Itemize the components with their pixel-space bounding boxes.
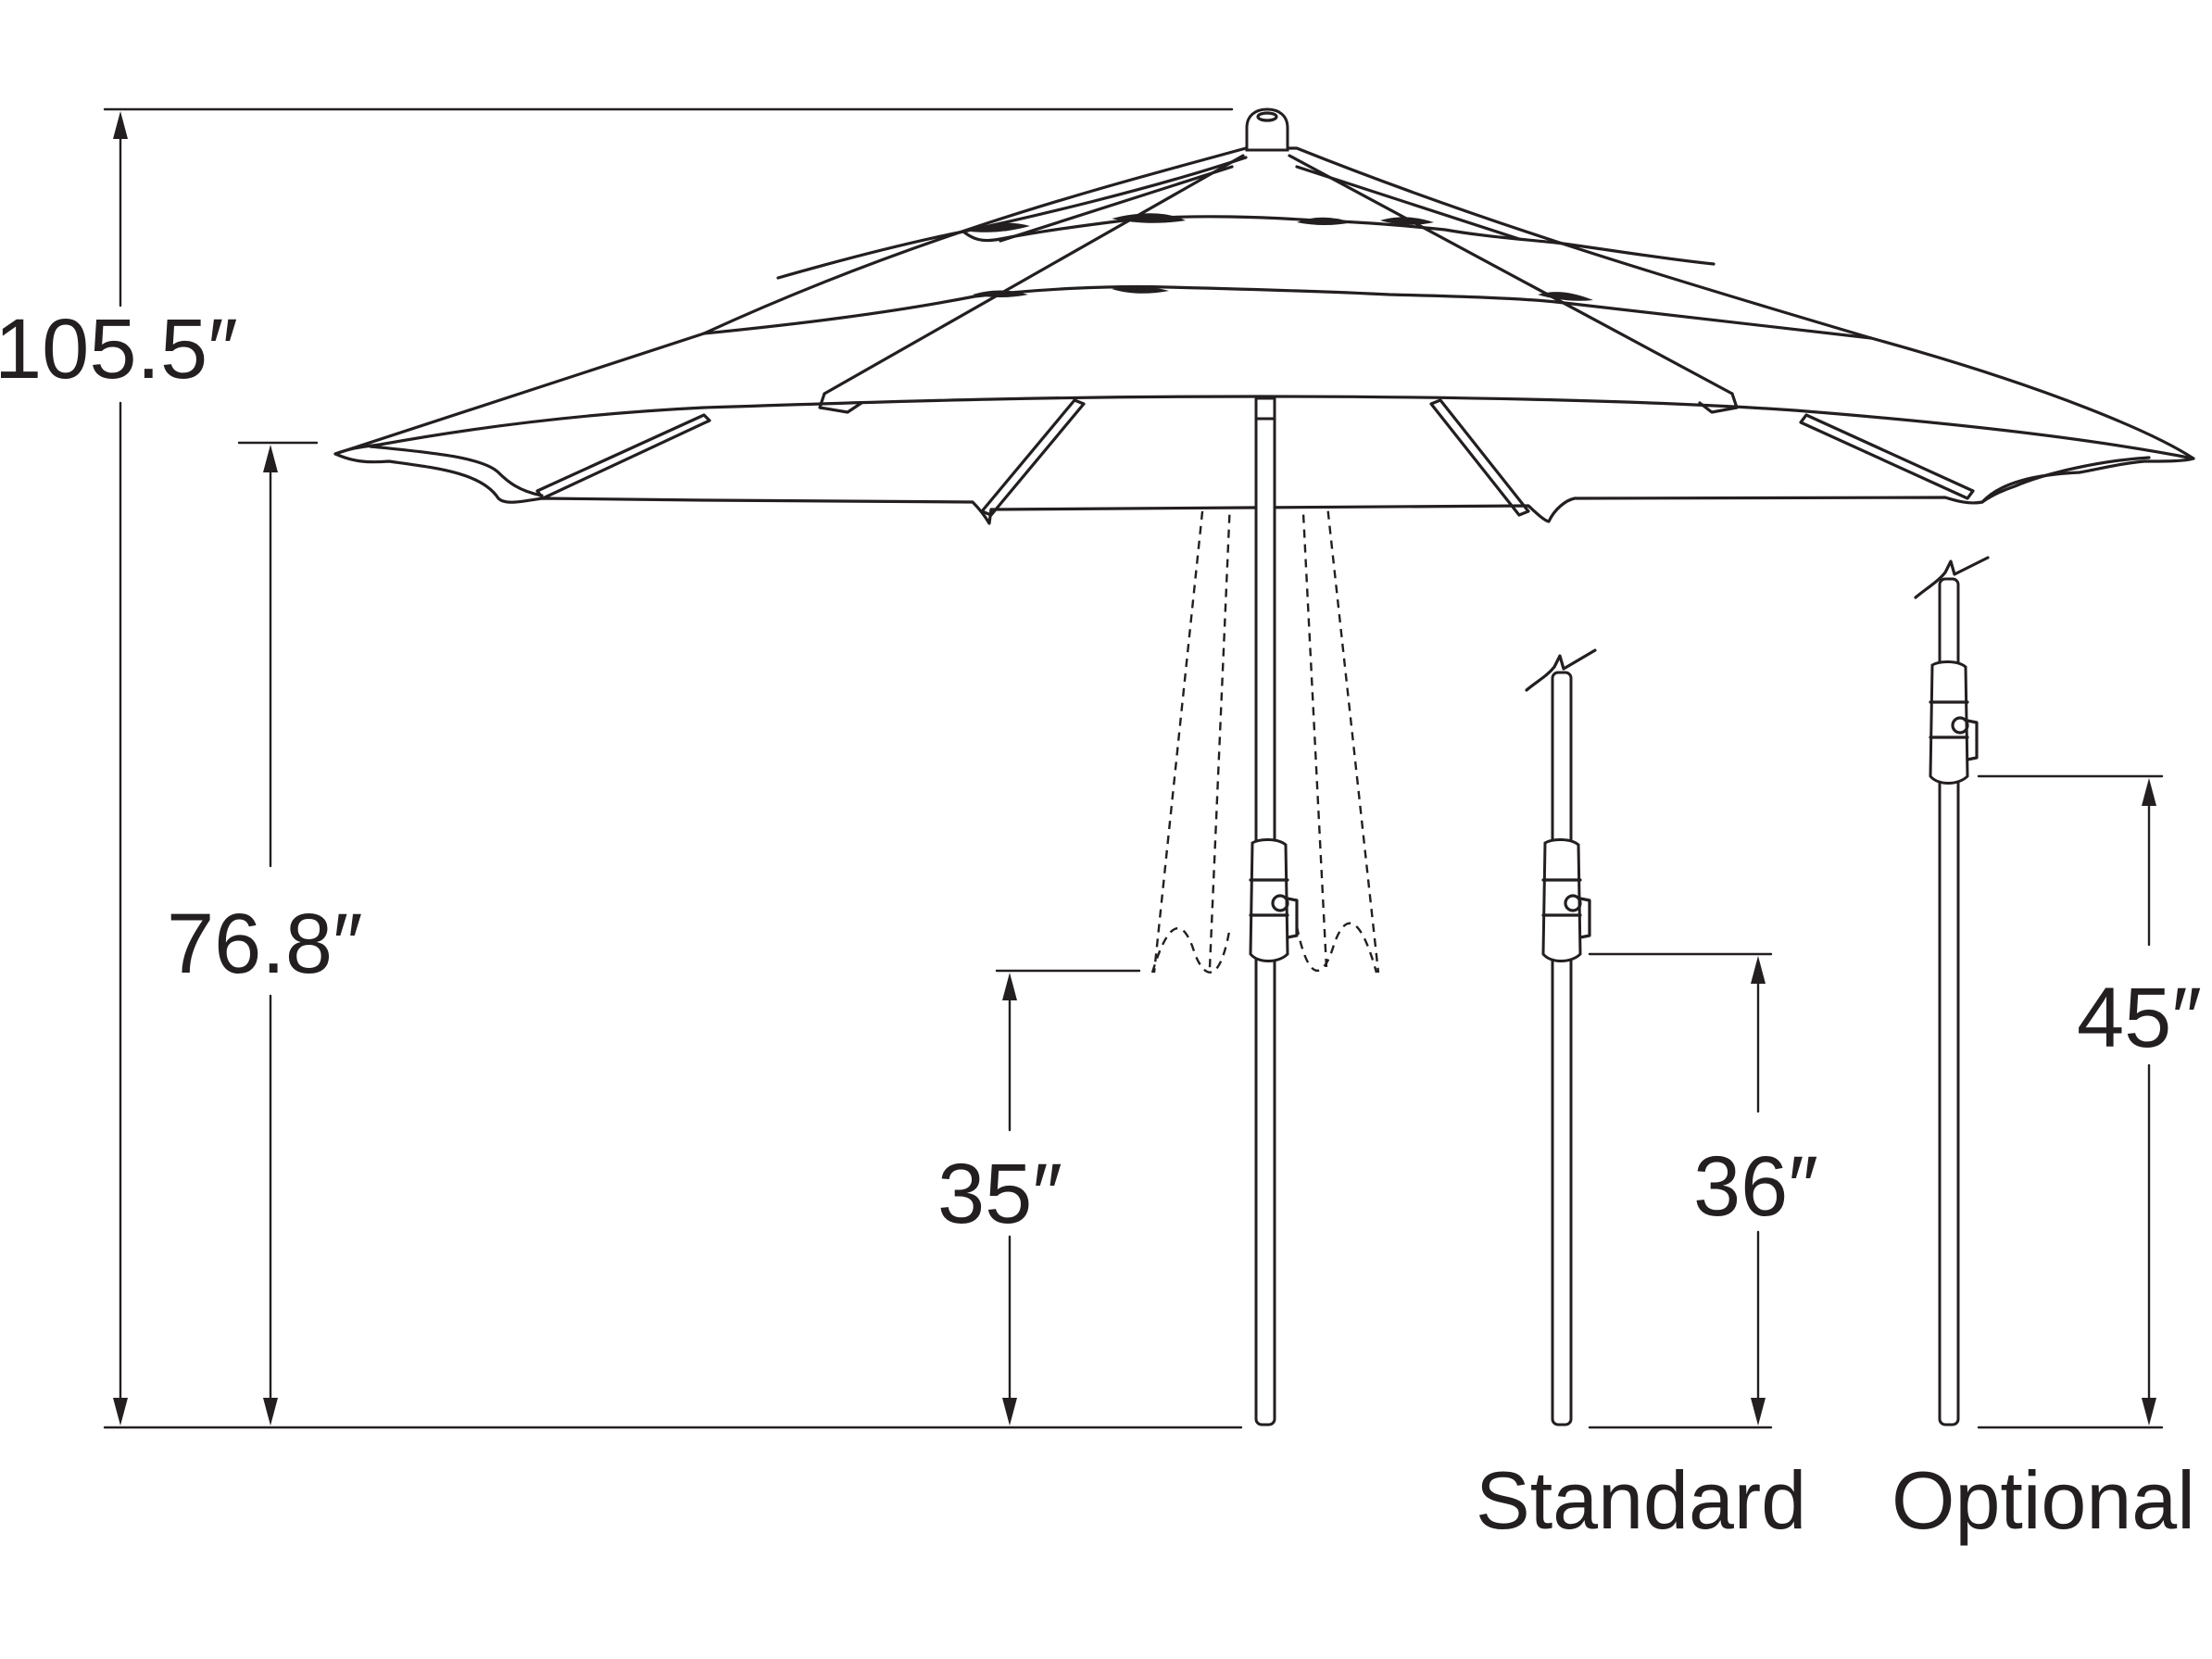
standard-pole-variant: 36″ Standard (1476, 648, 1818, 1546)
standard-crank-mechanism (1541, 838, 1591, 962)
dimension-clearance-height: 76.8″ (167, 441, 363, 1426)
optional-pole (1938, 577, 1960, 1426)
umbrella-finial (1245, 107, 1289, 152)
optional-pole-variant: 45″ Optional (1892, 556, 2202, 1546)
clearance-height-label: 76.8″ (167, 897, 363, 991)
dimension-main-tilt-height: 35″ (937, 969, 1141, 1426)
optional-caption: Optional (1892, 1454, 2195, 1546)
main-tilt-height-label: 35″ (937, 1147, 1062, 1241)
total-height-label: 105.5″ (0, 302, 238, 396)
optional-crank-mechanism (1929, 660, 1979, 785)
standard-pole (1551, 671, 1573, 1426)
standard-caption: Standard (1476, 1454, 1806, 1546)
optional-height-label: 45″ (2077, 971, 2202, 1065)
main-crank-mechanism (1249, 838, 1299, 962)
dimension-total-height: 105.5″ (0, 107, 1243, 1429)
umbrella-struts (535, 398, 1975, 517)
umbrella-canopy (333, 146, 2195, 525)
standard-height-label: 36″ (1693, 1139, 1818, 1234)
umbrella-main (333, 107, 2195, 1426)
